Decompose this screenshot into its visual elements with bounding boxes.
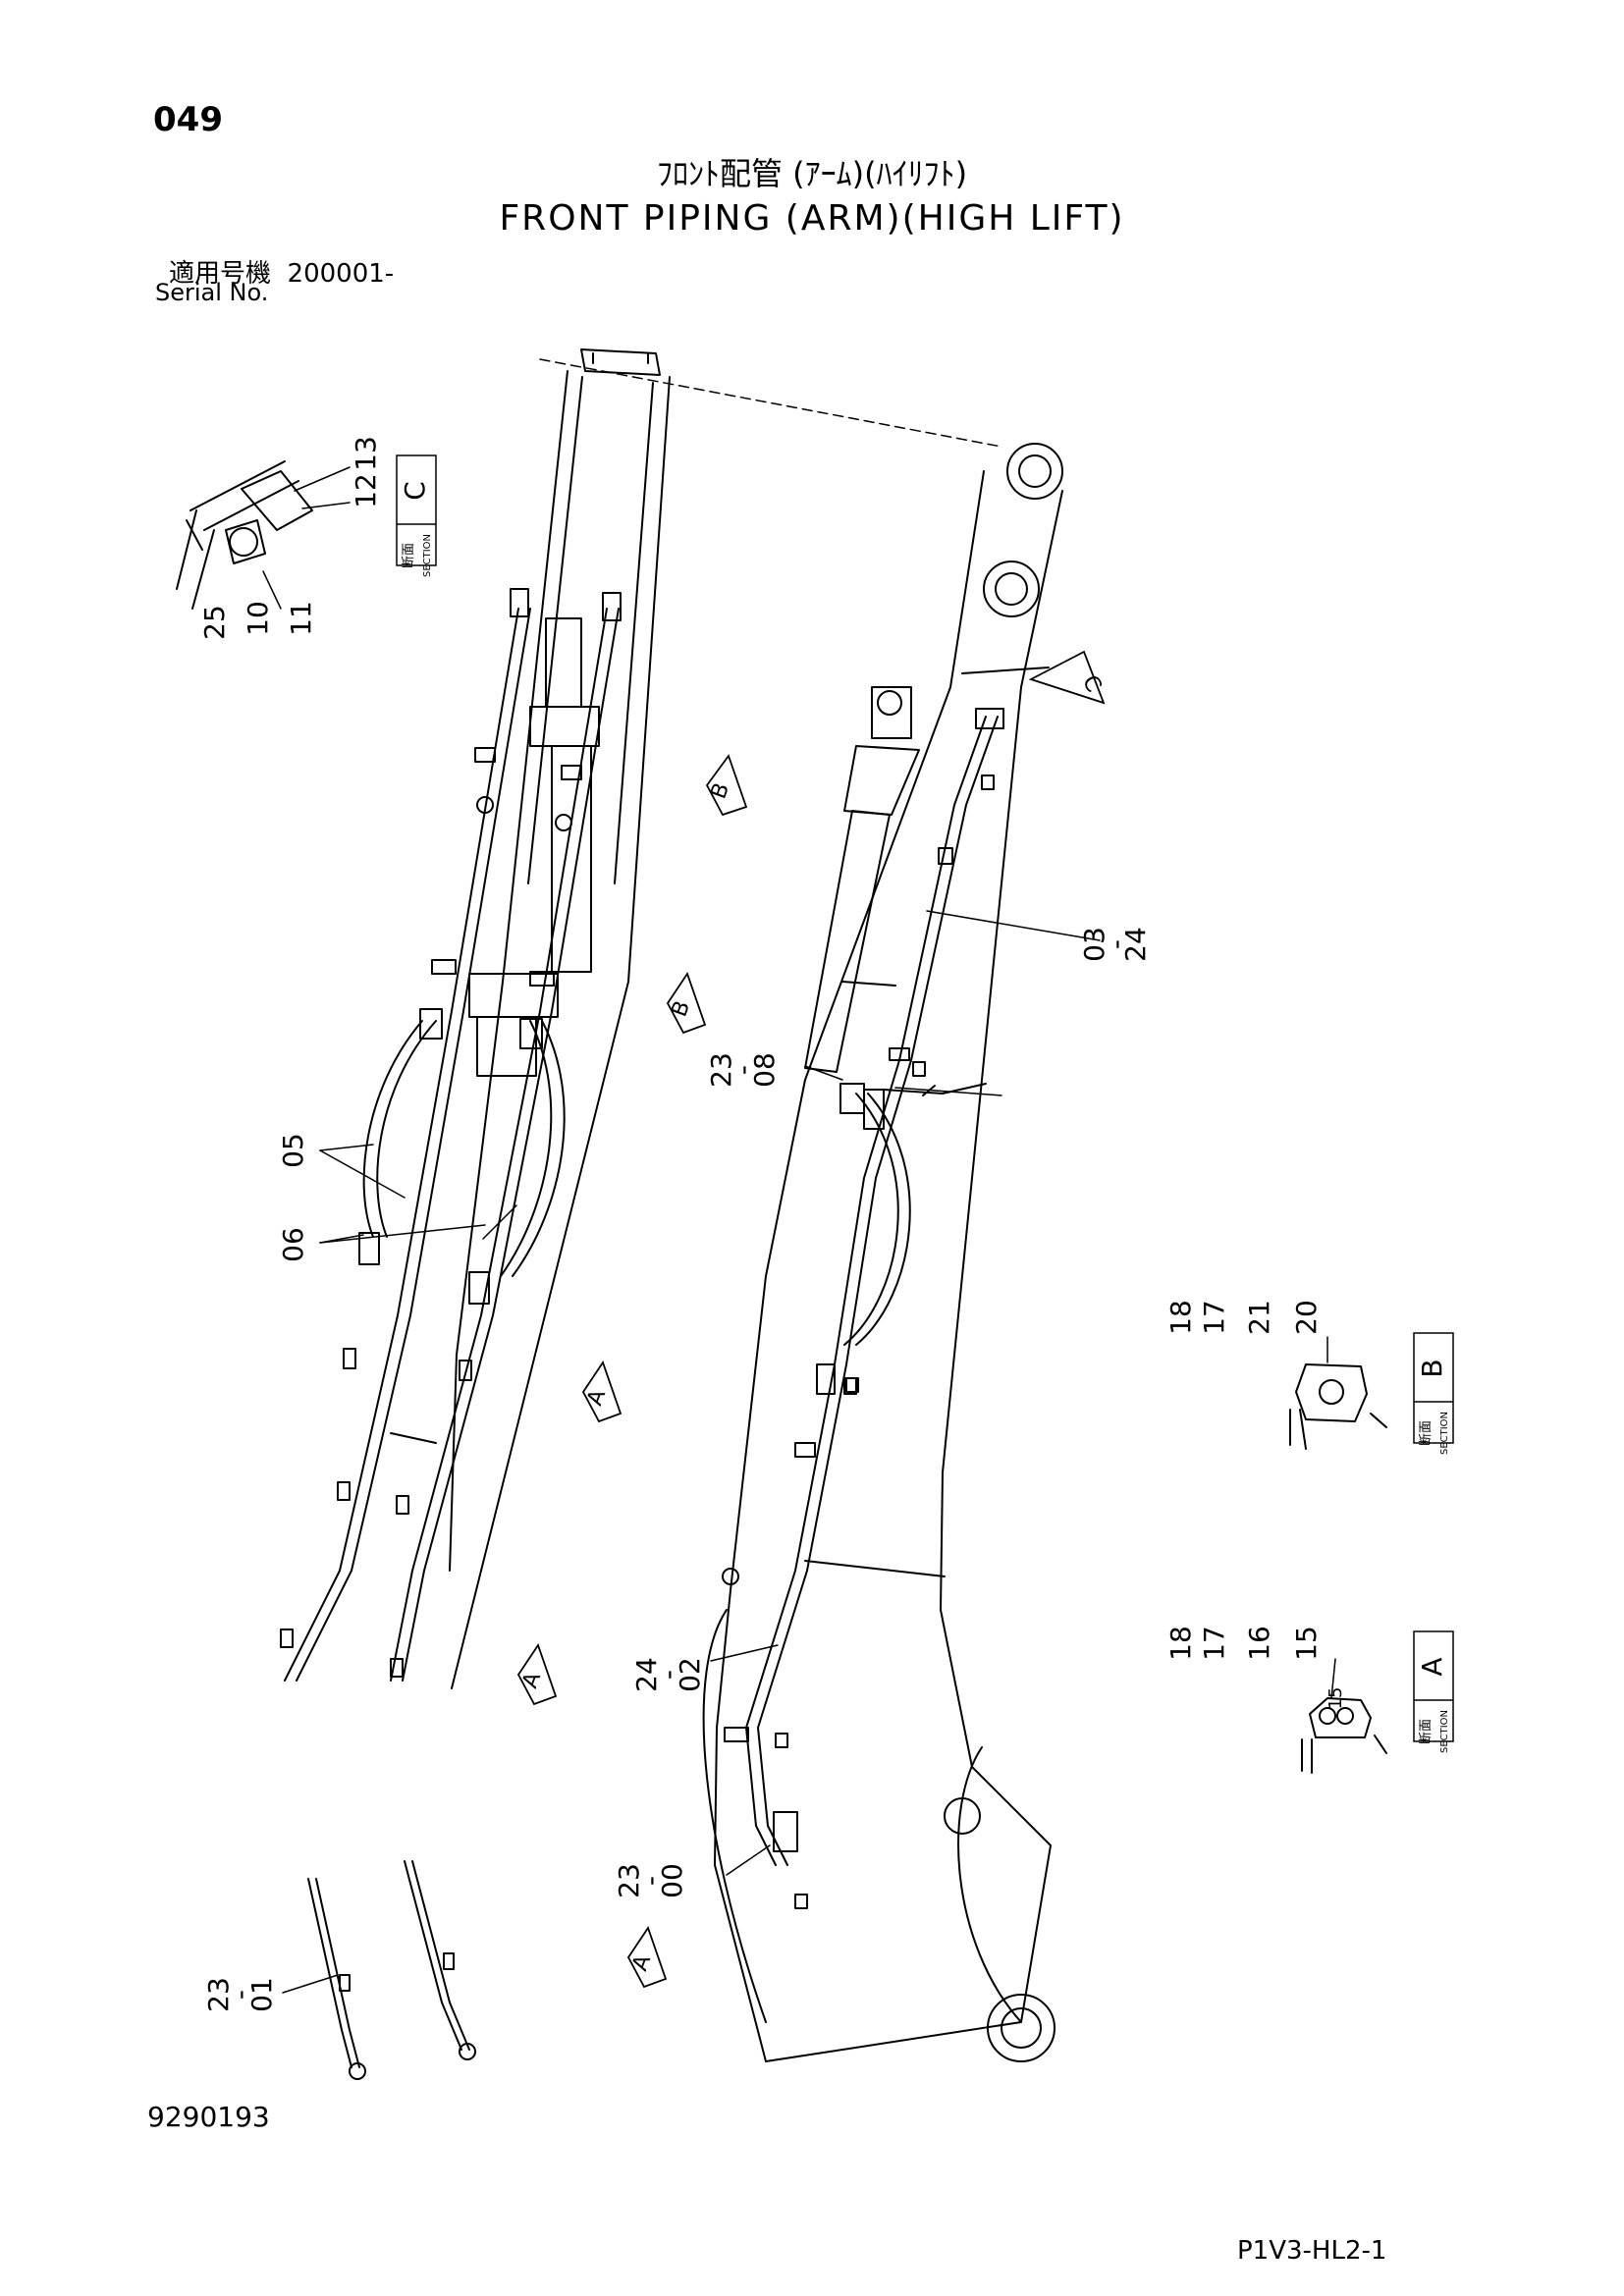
- callout-11: 11: [285, 601, 317, 636]
- svg-text:C: C: [399, 481, 431, 501]
- callout-03: 03: [1078, 927, 1110, 962]
- serial-label-english: Serial No.: [155, 279, 269, 306]
- page-number: 049: [153, 100, 223, 139]
- title-english: FRONT PIPING (ARM)(HIGH LIFT): [499, 198, 1125, 239]
- view-marker-a-1: A: [581, 1360, 623, 1423]
- callout-23-00-dash: -: [634, 1876, 667, 1886]
- svg-text:断面: 断面: [1419, 1420, 1434, 1446]
- callout-24-lower: 24: [630, 1657, 663, 1692]
- callout-25: 25: [198, 605, 231, 640]
- callout-23-middle: 23: [613, 1863, 645, 1898]
- view-marker-b-2: B: [666, 971, 707, 1035]
- reference-code: P1V3-HL2-1: [1237, 2236, 1387, 2266]
- svg-text:SECTION: SECTION: [422, 534, 433, 577]
- callout-01: 01: [245, 1977, 278, 2012]
- svg-text:断面: 断面: [402, 543, 416, 568]
- callout-b-18: 18: [1164, 1300, 1197, 1335]
- callout-a-16: 16: [1243, 1626, 1275, 1661]
- callout-a-15: 15: [1290, 1626, 1323, 1661]
- callout-06: 06: [277, 1227, 309, 1262]
- callout-03-dash: -: [1100, 939, 1132, 949]
- pipe-detail-23-01: [282, 1860, 476, 2080]
- callout-a-17: 17: [1198, 1626, 1230, 1661]
- section-b-detail: [1289, 1336, 1387, 1450]
- callout-00: 00: [656, 1863, 688, 1898]
- view-marker-c: C: [1028, 650, 1106, 705]
- section-c-detail: [176, 460, 351, 610]
- serial-label-jp-text: 適用号機: [169, 259, 272, 289]
- callout-b-17: 17: [1198, 1300, 1230, 1335]
- serial-value: 200001-: [287, 259, 395, 289]
- callout-a-15-small: 15: [1326, 1687, 1346, 1710]
- section-a-detail: [1301, 1658, 1387, 1774]
- leader-lines: [319, 910, 1101, 1876]
- arm-side-view: [702, 443, 1063, 2062]
- callout-24-pipe: 24: [1119, 927, 1152, 962]
- view-markers: C B B A A A: [516, 650, 1106, 1989]
- callout-b-21: 21: [1243, 1300, 1275, 1335]
- svg-text:SECTION: SECTION: [1439, 1710, 1450, 1753]
- section-label-b: B 断面 SECTION: [1413, 1332, 1454, 1455]
- callout-24-02-dash: -: [652, 1670, 684, 1680]
- view-marker-a-3: A: [626, 1925, 668, 1989]
- callout-23-08-dash: -: [727, 1065, 759, 1075]
- document-number: 9290193: [147, 2101, 270, 2133]
- section-label-a: A 断面 SECTION: [1413, 1630, 1454, 1753]
- serial-label-japanese: 適用号機 200001-: [169, 253, 394, 290]
- svg-text:A: A: [1416, 1657, 1448, 1676]
- view-marker-b-1: B: [705, 754, 748, 817]
- callout-a-18: 18: [1164, 1626, 1197, 1661]
- callout-08: 08: [748, 1052, 781, 1088]
- title-japanese: ﾌﾛﾝﾄ配管 (ｱｰﾑ)(ﾊｲﾘﾌﾄ): [656, 155, 968, 192]
- svg-text:断面: 断面: [1419, 1719, 1434, 1744]
- callout-13: 13: [350, 436, 382, 471]
- callout-23-01-dash: -: [224, 1990, 256, 2000]
- callout-23-lower: 23: [202, 1977, 235, 2012]
- callout-numbers: 13 12 25 10 11 03 - 24 23 - 08 05 06 18 …: [198, 436, 1346, 2012]
- callout-02: 02: [674, 1657, 706, 1692]
- callout-23-upper: 23: [705, 1052, 737, 1088]
- svg-text:SECTION: SECTION: [1439, 1412, 1450, 1455]
- view-marker-a-2: A: [516, 1642, 558, 1706]
- callout-05: 05: [277, 1133, 309, 1168]
- callout-10: 10: [242, 601, 274, 636]
- arm-top-view: [280, 348, 1002, 1689]
- callout-12: 12: [350, 473, 382, 508]
- section-label-c: C 断面 SECTION: [396, 454, 437, 577]
- callout-b-20: 20: [1290, 1300, 1323, 1335]
- svg-text:B: B: [1416, 1359, 1448, 1377]
